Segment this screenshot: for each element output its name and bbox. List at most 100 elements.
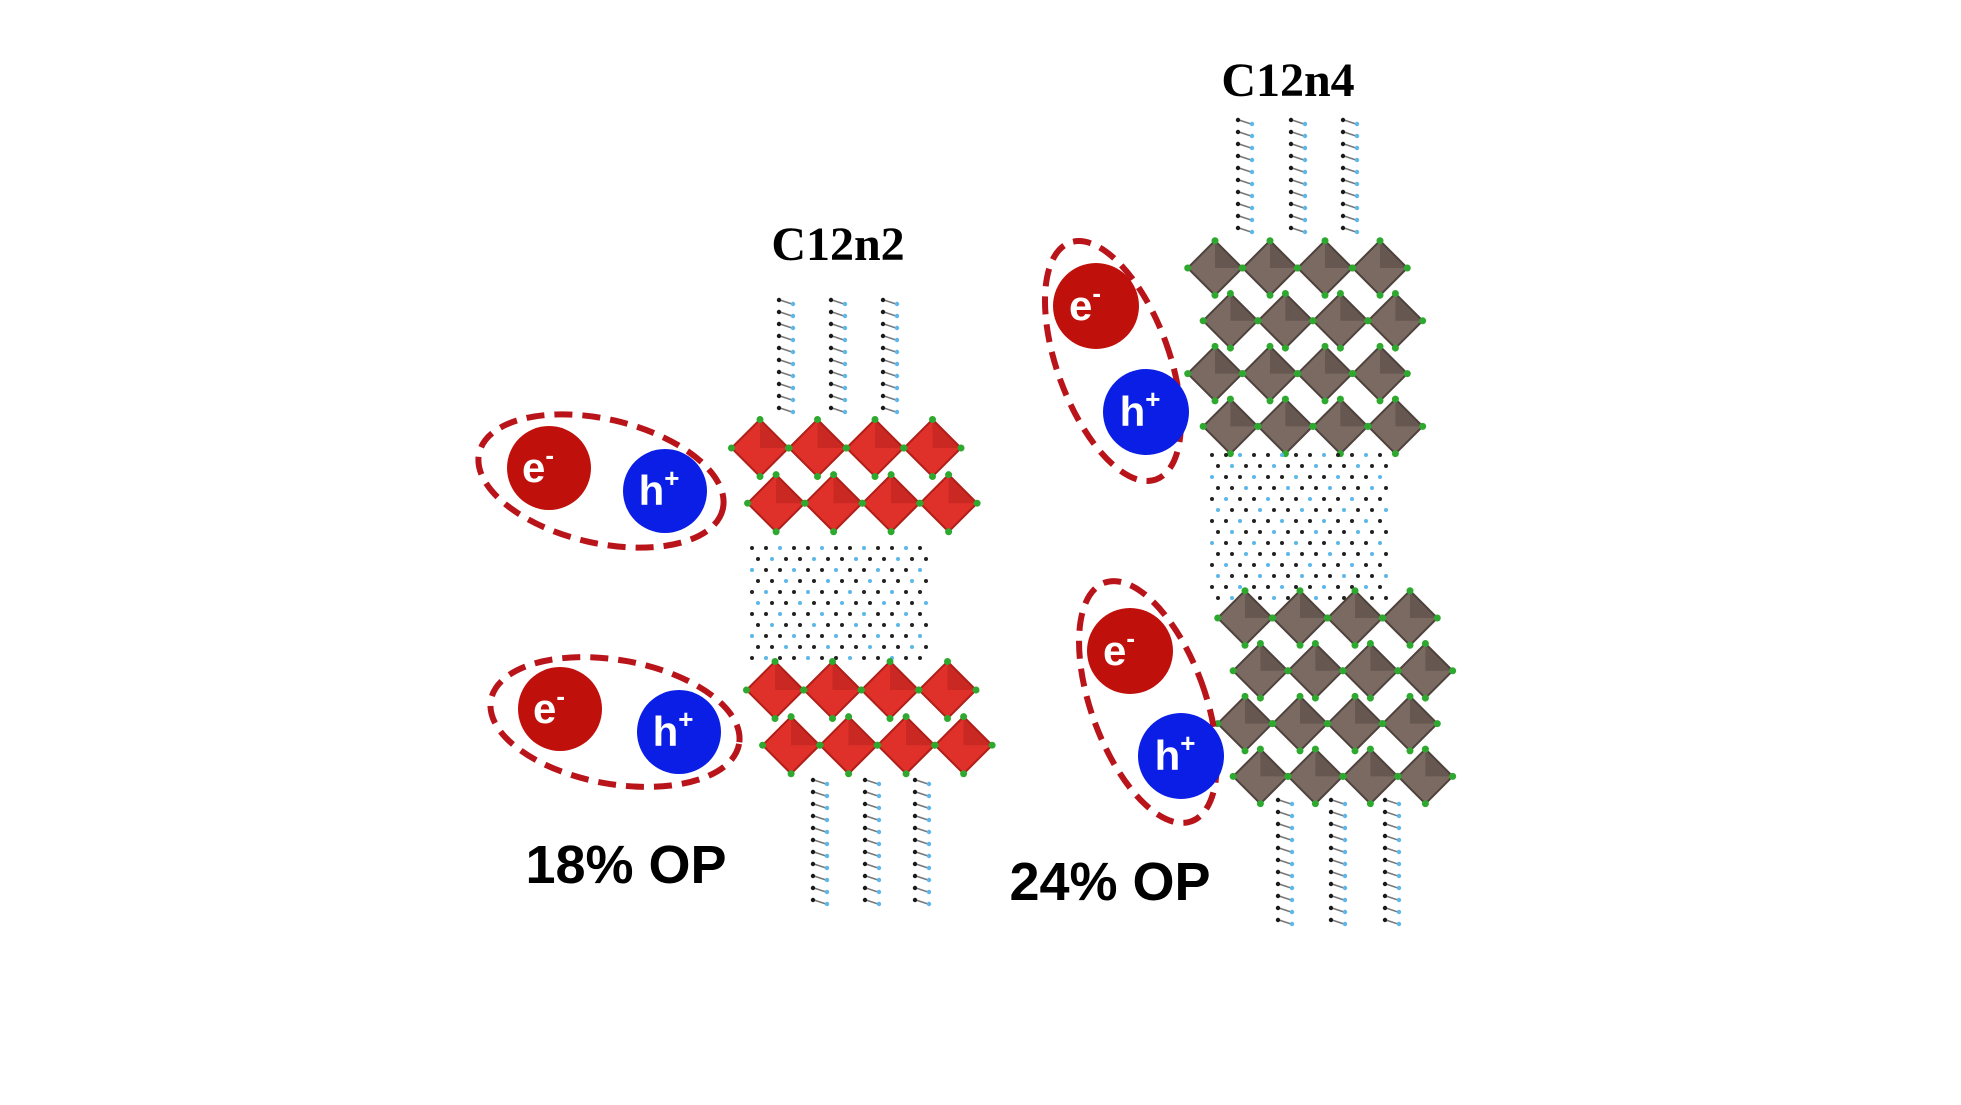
corner-atom xyxy=(1226,450,1234,458)
chain-atom xyxy=(792,590,796,594)
chain-atom xyxy=(756,645,760,649)
chain-atom xyxy=(1342,552,1346,556)
chain-atom xyxy=(862,897,868,903)
chain-bond xyxy=(865,875,879,881)
chain-atom xyxy=(784,557,788,561)
chain-atom xyxy=(924,579,928,583)
chain-bond xyxy=(915,875,929,881)
chain-bond xyxy=(1278,859,1292,865)
chain-atom xyxy=(1289,813,1295,819)
chain-atom xyxy=(862,568,866,572)
chain-atom xyxy=(828,381,834,387)
chain-bond xyxy=(915,839,929,845)
chain-atom xyxy=(1249,181,1255,187)
chain-atom xyxy=(834,590,838,594)
chain-atom xyxy=(1235,213,1241,219)
chain-bond xyxy=(1291,191,1305,197)
octahedron-facet xyxy=(1270,240,1298,268)
chain-atom xyxy=(896,557,900,561)
chain-bond xyxy=(1385,919,1399,925)
chain-bond xyxy=(1331,859,1345,865)
chain-bond xyxy=(831,383,845,389)
chain-bond xyxy=(1278,895,1292,901)
chain-atom xyxy=(1396,873,1402,879)
chain-atom xyxy=(876,634,880,638)
chain-atom xyxy=(1210,519,1214,523)
chain-atom xyxy=(1354,205,1360,211)
chain-atom xyxy=(810,837,816,843)
chain-atom xyxy=(1340,153,1346,159)
corner-atom xyxy=(1281,344,1289,352)
chain-atom xyxy=(868,579,872,583)
chain-atom xyxy=(910,623,914,627)
chain-atom xyxy=(776,393,782,399)
octahedron-facet xyxy=(947,661,977,690)
corner-atom xyxy=(1241,587,1249,595)
chain-atom xyxy=(904,546,908,550)
chain-atom xyxy=(1342,486,1346,490)
chain-atom xyxy=(1230,574,1234,578)
corner-atom xyxy=(916,499,924,507)
chain-atom xyxy=(1382,881,1388,887)
chain-atom xyxy=(810,825,816,831)
corner-atom xyxy=(1364,422,1372,430)
corner-atom xyxy=(1339,667,1347,675)
chain-atom xyxy=(1238,475,1242,479)
hole xyxy=(637,690,721,774)
chain-bond xyxy=(779,299,793,305)
chain-atom xyxy=(1342,508,1346,512)
chain-bond xyxy=(1385,883,1399,889)
electron-label: e xyxy=(1069,282,1092,329)
chain-atom xyxy=(1328,508,1332,512)
chain-atom xyxy=(1342,861,1348,867)
corner-atom xyxy=(756,473,764,481)
chain-bond xyxy=(813,779,827,785)
c12n2-organic-interlayer xyxy=(750,546,928,660)
corner-atom xyxy=(1391,290,1399,298)
chain-atom xyxy=(1252,585,1256,589)
chain-bond xyxy=(1331,823,1345,829)
chain-atom xyxy=(1275,905,1281,911)
corner-atom xyxy=(902,770,910,778)
chain-atom xyxy=(1370,486,1374,490)
exciton-boundary xyxy=(1076,578,1220,826)
chain-atom xyxy=(876,568,880,572)
chain-atom xyxy=(1328,596,1332,600)
chain-atom xyxy=(904,568,908,572)
chain-atom xyxy=(1224,585,1228,589)
chain-atom xyxy=(1340,201,1346,207)
corner-atom xyxy=(1266,291,1274,299)
chain-atom xyxy=(1384,464,1388,468)
corner-atom xyxy=(1311,640,1319,648)
hole-charge: + xyxy=(1145,384,1160,414)
chain-atom xyxy=(1224,475,1228,479)
chain-atom xyxy=(1266,497,1270,501)
chain-atom xyxy=(1280,541,1284,545)
chain-atom xyxy=(1275,881,1281,887)
chain-atom xyxy=(1328,797,1334,803)
chain-atom xyxy=(790,397,796,403)
c12n2-title: C12n2 xyxy=(771,218,904,271)
corner-atom xyxy=(1321,342,1329,350)
chain-atom xyxy=(862,546,866,550)
chain-bond xyxy=(831,335,845,341)
chain-atom xyxy=(1340,225,1346,231)
chain-atom xyxy=(1216,574,1220,578)
chain-bond xyxy=(1331,895,1345,901)
chain-atom xyxy=(1272,486,1276,490)
chain-bond xyxy=(1291,119,1305,125)
corner-atom xyxy=(1379,720,1387,728)
corner-atom xyxy=(1211,397,1219,405)
chain-atom xyxy=(862,885,868,891)
chain-atom xyxy=(824,781,830,787)
chain-atom xyxy=(1238,541,1242,545)
chain-atom xyxy=(1396,909,1402,915)
octahedron-facet xyxy=(1260,749,1288,777)
chain-atom xyxy=(1342,596,1346,600)
corner-atom xyxy=(931,741,939,749)
chain-bond xyxy=(779,383,793,389)
chain-bond xyxy=(813,827,827,833)
chain-atom xyxy=(912,849,918,855)
chain-atom xyxy=(1302,229,1308,235)
chain-atom xyxy=(926,781,932,787)
